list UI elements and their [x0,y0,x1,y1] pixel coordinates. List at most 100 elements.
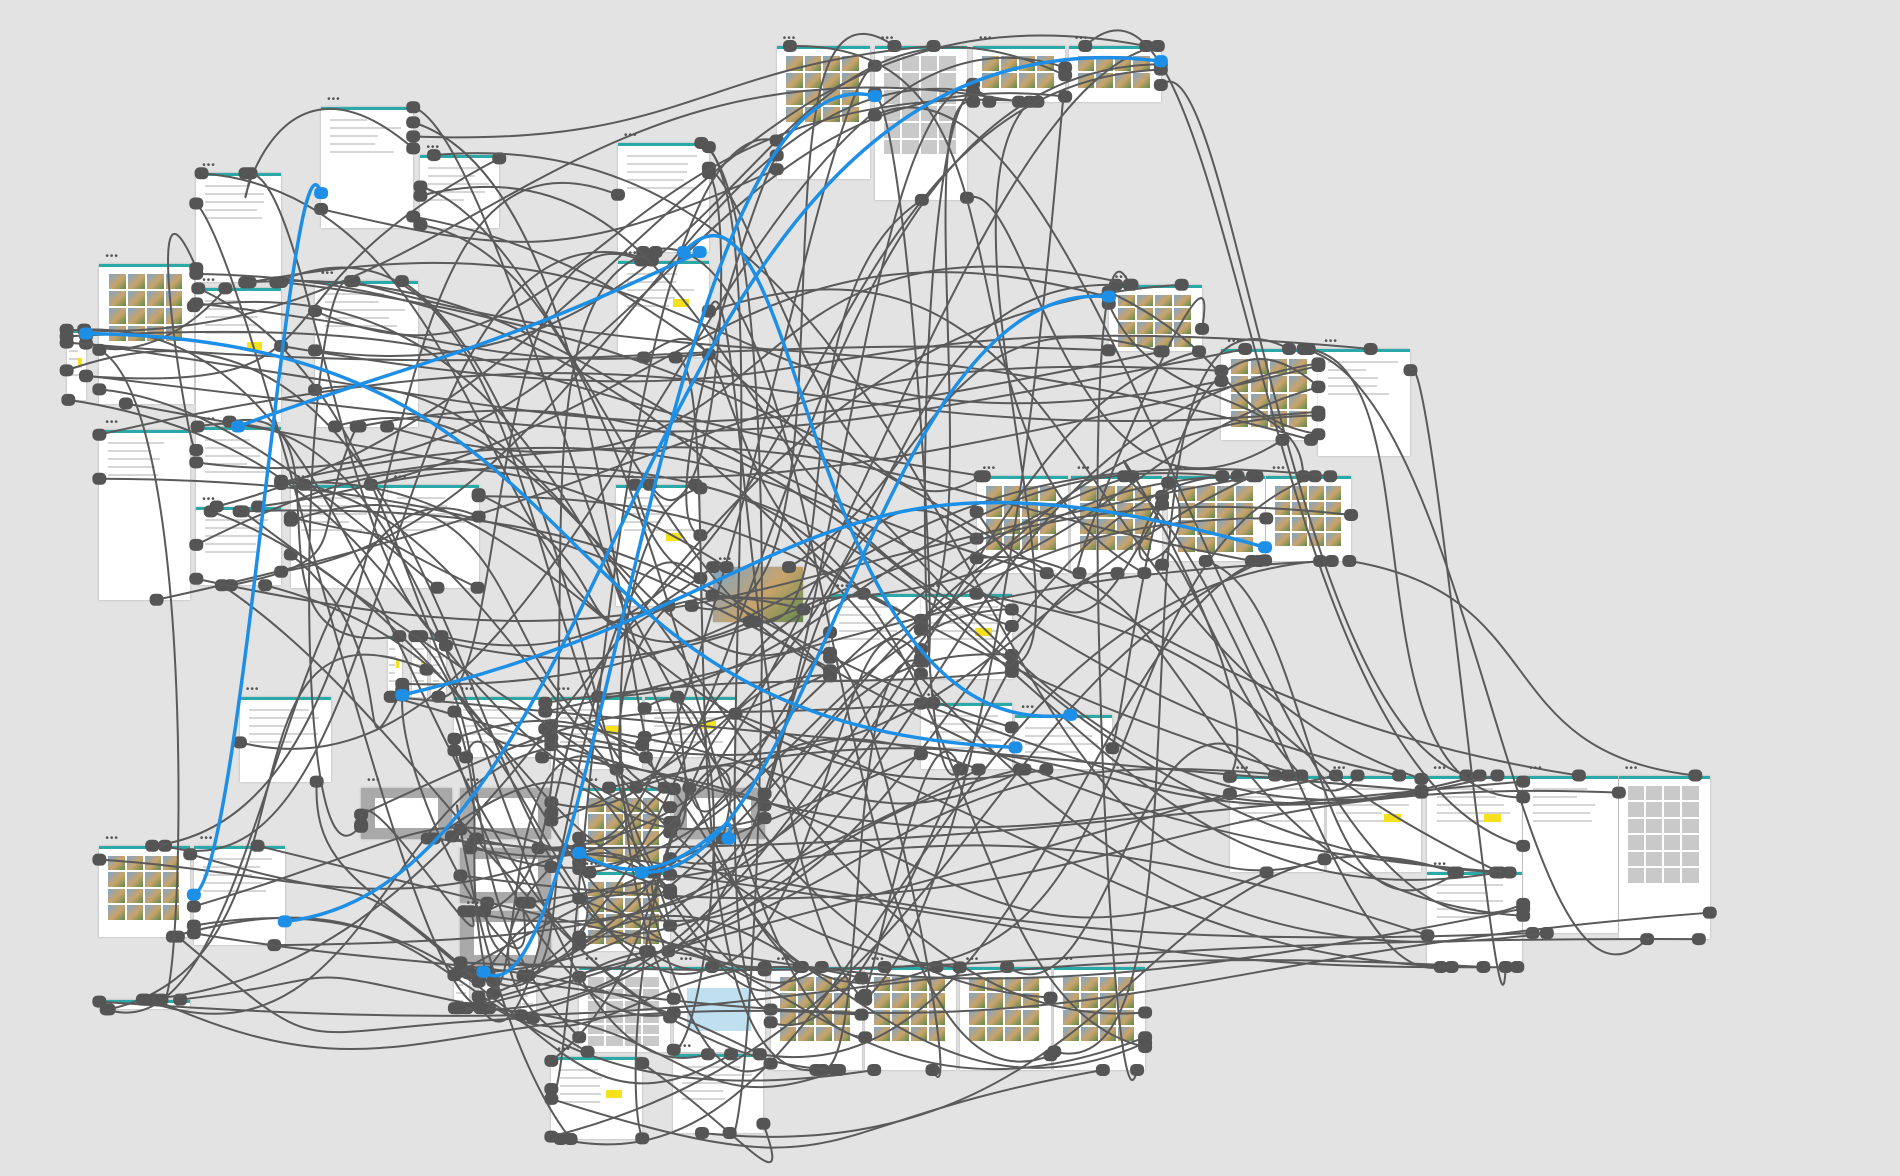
prototype-link[interactable] [359,409,1497,874]
prototype-link[interactable] [618,605,671,895]
wire-connector-icon[interactable] [471,490,486,503]
wire-connector-icon[interactable] [1153,345,1168,358]
wire-connector-icon[interactable] [406,116,421,129]
artboard-menu[interactable]: ••• [245,683,260,695]
prototype-link[interactable] [66,86,1020,332]
prototype-link[interactable] [976,592,1501,874]
wire-connector-icon[interactable] [867,109,882,122]
prototype-link[interactable] [579,362,1319,938]
wire-connector-icon[interactable] [637,702,652,715]
wire-connector-icon[interactable] [929,960,944,973]
wire-connector-icon[interactable] [92,428,107,441]
wire-connector-icon[interactable] [1611,786,1626,799]
prototype-link[interactable] [152,181,619,847]
artboard-menu[interactable]: ••• [621,471,636,483]
prototype-link[interactable] [650,879,765,969]
wire-connector-icon[interactable] [92,472,107,485]
wire-connector-icon[interactable] [701,141,716,154]
prototype-link[interactable] [712,386,1319,600]
prototype-link[interactable] [86,331,1016,750]
wire-connector-icon[interactable] [380,420,395,433]
artboard-thumbnail[interactable] [551,1056,643,1140]
prototype-link[interactable] [192,183,323,897]
wire-connector-icon[interactable] [430,581,445,594]
wire-connector-icon[interactable] [692,246,707,259]
artboard-menu[interactable]: ••• [1624,762,1639,774]
artboard-menu[interactable]: ••• [782,33,797,45]
wire-connector-icon[interactable] [1155,498,1170,511]
wire-connector-icon[interactable] [1516,775,1531,788]
prototype-link[interactable] [245,172,447,647]
wire-connector-icon[interactable] [1238,342,1253,355]
wire-connector-icon[interactable] [395,677,410,690]
artboard-menu[interactable]: ••• [679,774,694,786]
prototype-link[interactable] [578,914,1146,1069]
artboard-menu[interactable]: ••• [836,580,850,592]
wire-connector-icon[interactable] [328,420,343,433]
prototype-link[interactable] [413,45,934,139]
prototype-link[interactable] [314,385,1146,1015]
wire-connector-icon[interactable] [1058,61,1073,74]
wire-connector-icon[interactable] [231,420,246,433]
prototype-link[interactable] [578,852,823,984]
artboard-thumbnail[interactable] [387,484,479,588]
wire-connector-icon[interactable] [1516,791,1531,804]
wire-connector-icon[interactable] [952,961,967,974]
prototype-link[interactable] [458,911,1710,1014]
prototype-link[interactable] [401,695,526,950]
wire-connector-icon[interactable] [663,883,678,896]
wire-connector-icon[interactable] [463,905,478,918]
wire-connector-icon[interactable] [610,188,625,201]
wire-connector-icon[interactable] [1117,470,1132,483]
artboard-thumbnail[interactable] [196,506,282,586]
wire-connector-icon[interactable] [705,589,720,602]
wire-connector-icon[interactable] [238,167,253,180]
prototype-link[interactable] [485,868,589,966]
wire-connector-icon[interactable] [1344,509,1359,522]
prototype-link[interactable] [682,233,1071,719]
prototype-link[interactable] [642,247,1051,1063]
wire-connector-icon[interactable] [1342,555,1357,568]
wire-connector-icon[interactable] [277,915,292,928]
wire-connector-icon[interactable] [145,839,160,852]
wire-connector-icon[interactable] [1259,512,1274,525]
wire-connector-icon[interactable] [1414,772,1429,785]
wire-connector-icon[interactable] [476,965,491,978]
wire-connector-icon[interactable] [1323,470,1338,483]
wire-connector-icon[interactable] [1414,784,1429,797]
prototype-link[interactable] [66,330,985,478]
prototype-link[interactable] [527,475,1238,977]
artboard-menu[interactable]: ••• [466,835,480,847]
prototype-link[interactable] [478,495,1302,777]
prototype-link[interactable] [281,280,1580,777]
wire-connector-icon[interactable] [635,1132,650,1145]
wire-connector-icon[interactable] [782,561,797,574]
wire-connector-icon[interactable] [635,1057,650,1070]
artboard-menu[interactable]: ••• [585,953,599,965]
prototype-link[interactable] [180,976,490,1010]
wire-connector-icon[interactable] [459,751,474,764]
artboard-menu[interactable]: ••• [105,832,119,844]
prototype-link[interactable] [874,106,1524,915]
prototype-link[interactable] [304,446,1253,563]
prototype-link[interactable] [314,98,1038,337]
prototype-link[interactable] [193,300,1051,999]
wire-connector-icon[interactable] [666,1006,681,1019]
wire-connector-icon[interactable] [1043,1049,1058,1062]
wire-connector-icon[interactable] [1571,769,1586,782]
wire-connector-icon[interactable] [1301,342,1316,355]
wire-connector-icon[interactable] [154,993,169,1006]
wire-connector-icon[interactable] [189,267,204,280]
prototype-link[interactable] [280,87,974,573]
wire-connector-icon[interactable] [1249,470,1264,483]
artboard-menu[interactable]: ••• [718,554,733,566]
prototype-link[interactable] [401,280,772,1073]
prototype-link[interactable] [412,121,675,793]
artboard-menu[interactable]: ••• [393,471,408,483]
wire-connector-icon[interactable] [92,383,107,396]
wire-connector-icon[interactable] [926,40,941,53]
prototype-link[interactable] [189,853,480,983]
wire-connector-icon[interactable] [913,748,928,761]
wire-connector-icon[interactable] [1137,567,1152,580]
prototype-link[interactable] [545,670,1012,704]
